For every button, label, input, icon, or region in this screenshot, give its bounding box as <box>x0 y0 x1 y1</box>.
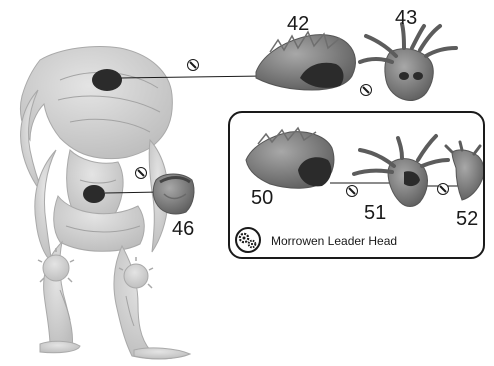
figure-left-knee <box>43 255 69 281</box>
part-43-skull <box>360 24 456 101</box>
inset-caption: Morrowen Leader Head <box>271 234 397 248</box>
figure-right-knee <box>124 264 148 288</box>
part-label-50: 50 <box>251 188 273 208</box>
figure-left-arm <box>35 150 56 262</box>
figure-left-foot <box>40 341 80 353</box>
part-42-hood <box>256 32 355 90</box>
part-label-46: 46 <box>172 219 194 239</box>
part-label-42: 42 <box>287 14 309 34</box>
glue-icon <box>188 60 199 71</box>
waist-socket <box>83 185 105 203</box>
glue-icon <box>361 85 372 96</box>
part-46-belt-piece <box>153 174 194 214</box>
part-label-51: 51 <box>364 203 386 223</box>
figure-right-leg <box>114 246 180 359</box>
part-label-52: 52 <box>456 209 478 229</box>
part-label-43: 43 <box>395 8 417 28</box>
head-socket <box>92 69 122 91</box>
figure-right-foot <box>134 348 190 359</box>
glue-icon <box>136 168 147 179</box>
